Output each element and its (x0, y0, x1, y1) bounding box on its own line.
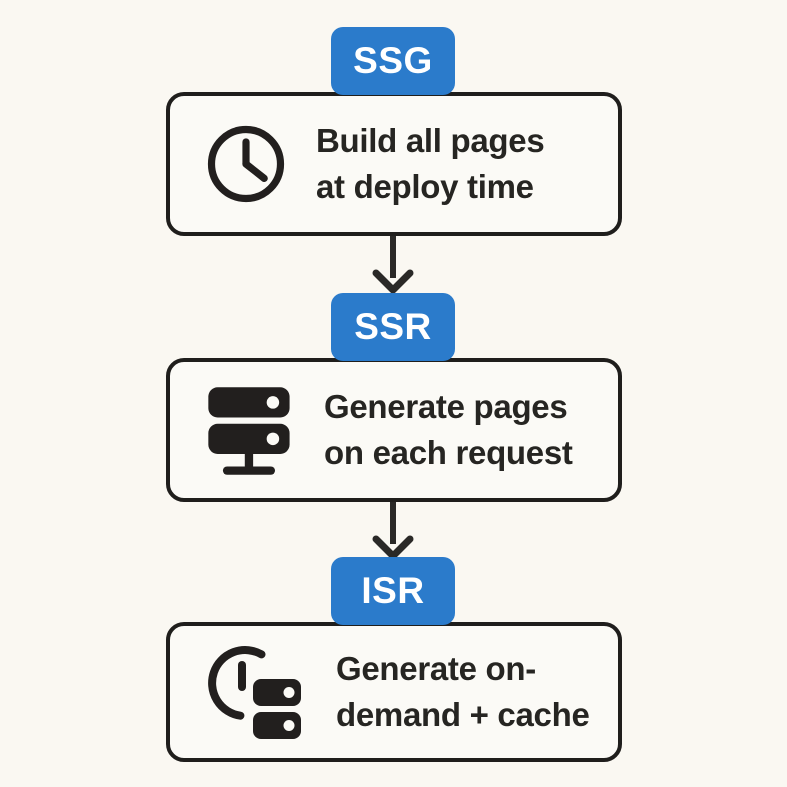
node-ssr: Generate pages on each request (166, 358, 622, 502)
badge-ssr: SSR (331, 293, 455, 361)
clock-server-icon (200, 637, 312, 747)
node-isr: Generate on- demand + cache (166, 622, 622, 762)
badge-isr: ISR (331, 557, 455, 625)
node-ssg-line2: at deploy time (316, 168, 534, 205)
arrow-down-icon (372, 234, 414, 294)
node-ssg-label: Build all pages at deploy time (316, 118, 545, 210)
badge-ssg: SSG (331, 27, 455, 95)
node-isr-line2: demand + cache (336, 696, 590, 733)
node-ssr-line1: Generate pages (324, 388, 568, 425)
node-ssg-line1: Build all pages (316, 122, 545, 159)
node-ssr-line2: on each request (324, 434, 573, 471)
badge-ssg-label: SSG (353, 40, 433, 81)
arrow-down-icon (372, 500, 414, 560)
node-isr-line1: Generate on- (336, 650, 536, 687)
clock-icon (200, 118, 292, 210)
badge-isr-label: ISR (361, 570, 425, 611)
node-ssg: Build all pages at deploy time (166, 92, 622, 236)
node-isr-label: Generate on- demand + cache (336, 646, 590, 738)
server-icon (200, 381, 300, 479)
node-ssr-label: Generate pages on each request (324, 384, 573, 476)
badge-ssr-label: SSR (354, 306, 432, 347)
